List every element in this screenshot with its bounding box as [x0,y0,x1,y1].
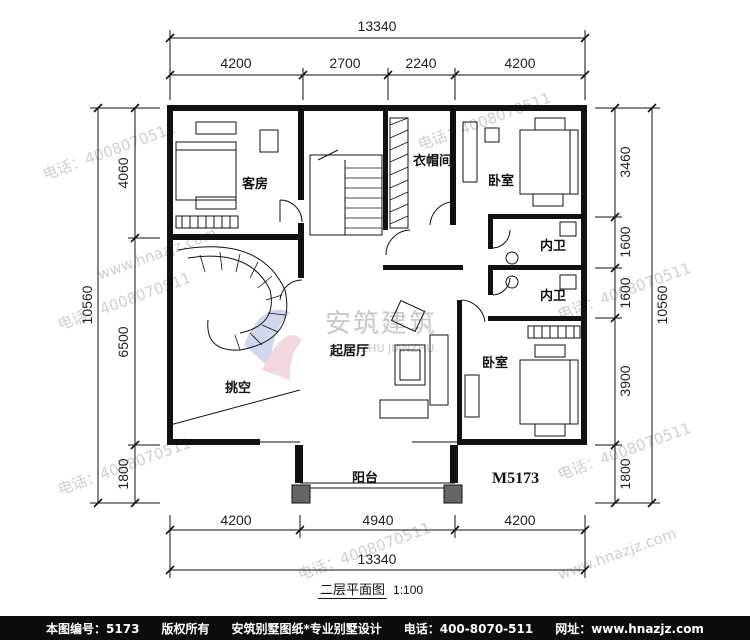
walls [167,105,587,483]
radiator [175,215,239,229]
dimension-lines [90,30,660,578]
watermark-phone: 电话：4008070511 [415,89,553,154]
room-label-wardrobe: 衣帽间 [413,153,452,169]
furniture [175,117,581,437]
footer-bar: 本图编号：5173 版权所有 安筑别墅图纸*专业别墅设计 电话：400-8070… [0,616,750,640]
plan-code: M5173 [492,470,539,487]
dim-left-seg-2: 6500 [115,326,131,357]
dim-left-seg-3: 1800 [115,458,131,489]
room-label-bath-1: 内卫 [540,238,566,254]
dim-top-seg-3: 2240 [405,55,436,71]
spiral-staircase [169,246,301,426]
room-label-bath-2: 内卫 [540,288,566,304]
room-label-void: 挑空 [225,380,251,396]
dim-bottom-seg-2: 4940 [362,512,393,528]
sofa-set [379,299,449,419]
wardrobe-rack [389,117,409,229]
watermark-brand: 安筑建筑 [325,309,437,339]
dim-top-seg-1: 4200 [220,55,251,71]
footer-drawing-no: 本图编号：5173 [46,621,140,636]
watermark-site: www.hnazjz.com [95,224,219,284]
drawing-title-scale: 1:100 [393,583,424,597]
dimension-texts: 13340 4200 2700 2240 4200 4200 4940 4200… [79,18,670,567]
dim-right-total: 10560 [654,285,670,324]
footer-slogan: 安筑别墅图纸*专业别墅设计 [231,621,382,636]
dim-right-seg-2: 1600 [617,226,633,257]
dim-right-seg-4: 3900 [617,365,633,396]
watermark-layer: 电话：4008070511 电话：4008070511 电话：400807051… [40,89,693,584]
drawing-title-name: 二层平面图 [318,583,388,599]
dim-bottom-total: 13340 [358,551,397,567]
dim-top-seg-4: 4200 [504,55,535,71]
footer-website: 网址：www.hnazjz.com [555,621,704,636]
dim-top-total: 13340 [358,18,397,34]
dim-left-total: 10560 [79,285,95,324]
door-swings [260,199,511,443]
watermark-logo-icon [244,309,302,380]
dim-right-seg-3: 1600 [617,277,633,308]
room-label-bedroom-bottom: 卧室 [482,355,508,371]
dim-right-seg-5: 1800 [617,458,633,489]
room-label-bedroom-top: 卧室 [488,173,514,189]
footer-copyright: 版权所有 [161,621,210,636]
balcony [291,482,463,504]
dim-right-seg-1: 3460 [617,146,633,177]
room-label-guest-room: 客房 [242,176,268,192]
radiator [527,325,581,339]
room-label-balcony: 阳台 [352,470,378,486]
room-label-living-room: 起居厅 [329,343,369,359]
dim-left-seg-1: 4060 [115,157,131,188]
drawing-title: 二层平面图 1:100 [318,579,424,599]
watermark-phone: 电话：4008070511 [40,119,178,184]
watermark-site: www.hnazjz.com [555,524,679,584]
floor-plan-drawing: 电话：4008070511 电话：4008070511 电话：400807051… [40,18,693,584]
footer-phone: 电话：400-8070-511 [403,621,534,636]
dim-top-seg-2: 2700 [329,55,360,71]
staircase [309,149,383,236]
dim-bottom-seg-1: 4200 [220,512,251,528]
dim-bottom-seg-3: 4200 [504,512,535,528]
room-labels: 客房 衣帽间 卧室 内卫 内卫 挑空 起居厅 卧室 阳台 [225,153,566,486]
